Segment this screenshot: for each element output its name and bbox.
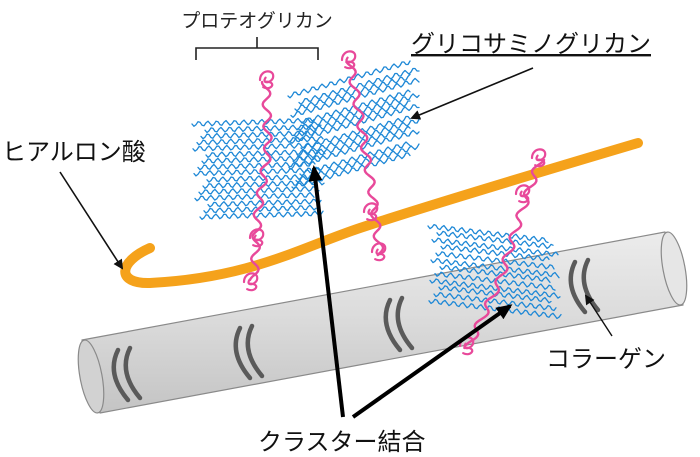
gag-chain	[299, 141, 411, 177]
collagen-label: コラーゲン	[546, 345, 666, 373]
gag-chain	[192, 142, 319, 152]
gag-chain	[196, 135, 324, 146]
core-terminal-loop	[258, 70, 275, 90]
gag-chain	[430, 257, 560, 279]
glycosaminoglycan-label: グリコサミノグリカン	[411, 30, 651, 58]
collagen-arrow	[584, 294, 613, 337]
gag-chain	[199, 210, 324, 220]
gag-chain	[429, 278, 561, 299]
protein-core-left	[248, 80, 273, 282]
hyaluronic-acid-label: ヒアルロン酸	[2, 138, 146, 166]
gag-chain	[291, 152, 411, 190]
collagen-bands	[111, 257, 601, 403]
gag-chain	[207, 198, 322, 208]
protein-core-right	[463, 158, 546, 350]
gag-chain	[428, 298, 562, 320]
gag-chain	[434, 271, 556, 291]
cluster-arrow-right	[351, 304, 513, 419]
core-terminal-loop	[340, 50, 357, 70]
gag-chain	[203, 204, 317, 214]
proteoglycan-label: プロテオグリカン	[181, 10, 333, 32]
gag-chain	[206, 173, 318, 183]
gag-chain	[289, 104, 420, 144]
gag-chain	[200, 129, 317, 140]
proteoglycan-bracket	[195, 37, 319, 60]
core-terminal-loop	[530, 148, 547, 168]
gag-chain	[197, 160, 316, 171]
gag-chain	[431, 237, 559, 257]
gag-chain	[191, 117, 315, 127]
gag-chain	[290, 77, 420, 118]
gag-arrow	[410, 67, 534, 120]
gag-chain	[439, 264, 551, 284]
gag-chain	[194, 191, 315, 202]
core-terminal-loop	[362, 202, 379, 222]
gag-chain	[204, 124, 322, 134]
gag-chain	[298, 67, 420, 105]
collagen-fiber	[77, 231, 688, 414]
protein-core-middle	[345, 60, 385, 257]
gag-chain	[433, 291, 557, 312]
gag-chain	[288, 129, 420, 170]
gag-chain	[300, 115, 411, 151]
core-terminal-loop	[370, 242, 387, 262]
cluster-binding-label: クラスター結合	[258, 428, 426, 456]
hyaluronic-arrow	[59, 171, 124, 270]
core-terminal-loop	[248, 228, 265, 248]
gag-chain	[293, 100, 411, 138]
hyaluronic-acid-strand	[120, 138, 643, 289]
gag-chain	[287, 60, 411, 99]
core-terminal-loop	[514, 184, 531, 204]
gag-cluster-left	[191, 60, 420, 220]
core-terminal-loop	[242, 272, 259, 292]
gag-chain	[435, 251, 555, 270]
gag-chain	[193, 166, 323, 177]
gag-chain	[436, 230, 554, 250]
gag-chain	[294, 73, 411, 112]
cluster-arrow-left	[308, 165, 345, 418]
gag-chain	[292, 125, 411, 164]
gag-chain	[440, 244, 550, 262]
protein-cores	[242, 50, 547, 356]
gag-chain	[427, 223, 549, 244]
gag-chain	[296, 118, 420, 157]
gag-cluster-right	[427, 223, 562, 320]
